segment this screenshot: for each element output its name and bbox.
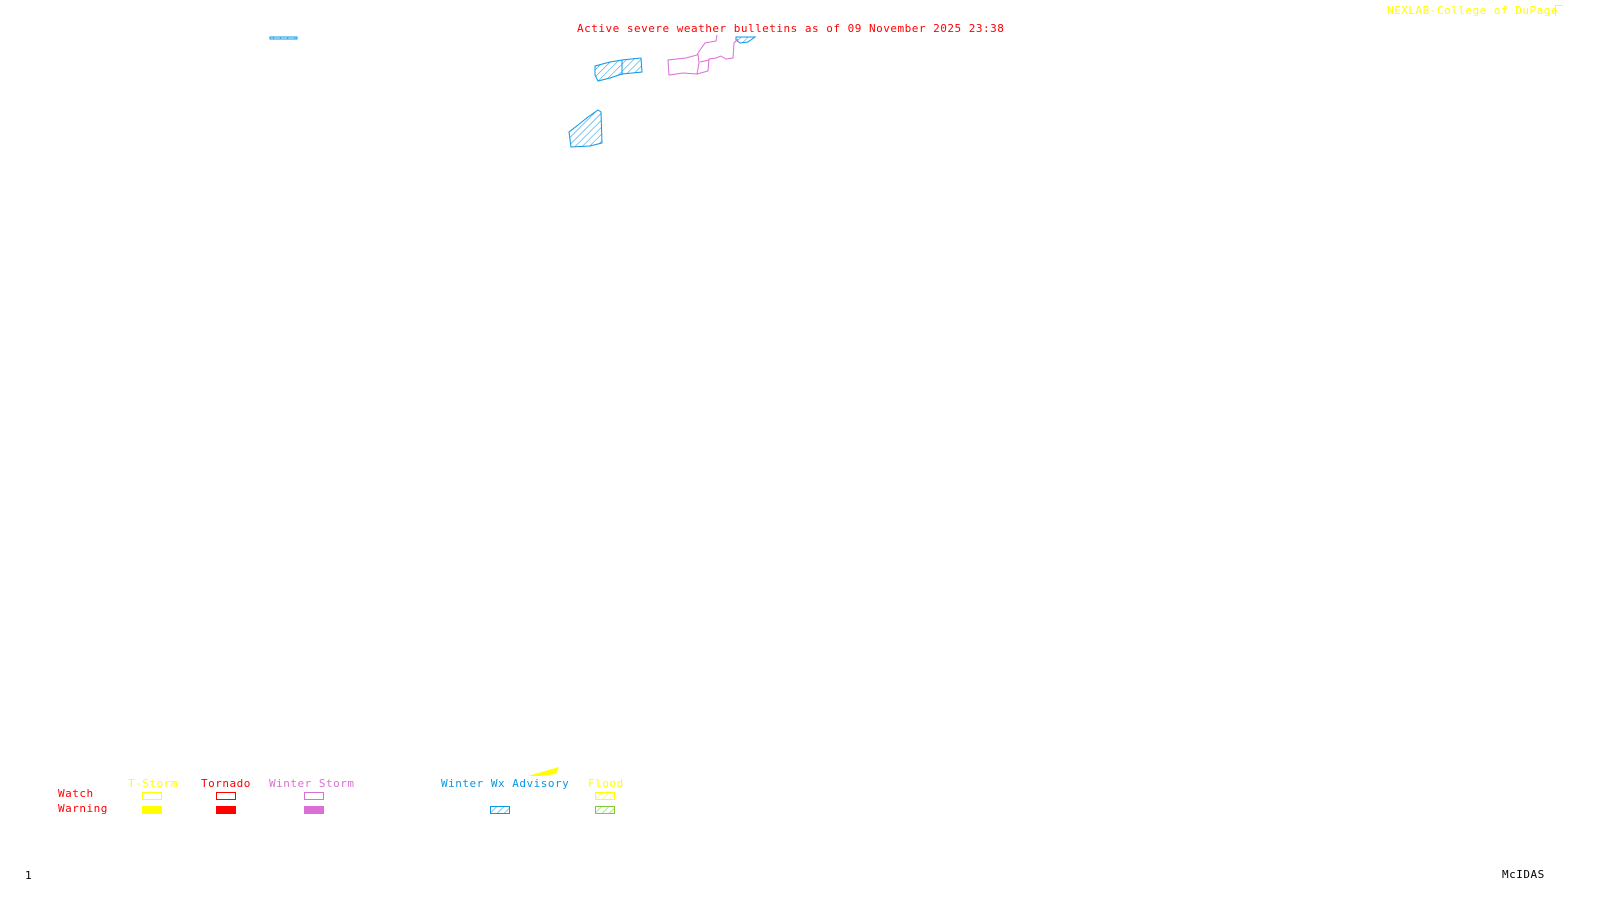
winter-storm-watch-area-inner bbox=[696, 53, 700, 75]
credit-text: NEXLAB-College of DuPage bbox=[1387, 4, 1558, 17]
winter-storm-watch-area bbox=[667, 34, 739, 76]
legend-label-winter-storm: Winter Storm bbox=[269, 777, 355, 790]
legend-label-tstorm: T-Storm bbox=[128, 777, 178, 790]
winter-storm-watch-area-inner-2 bbox=[699, 59, 710, 63]
legend-flood-warning-swatch bbox=[595, 806, 615, 814]
legend-label-tornado: Tornado bbox=[201, 777, 251, 790]
legend-row-watch: Watch bbox=[58, 787, 94, 800]
legend-tstorm-warning-swatch bbox=[142, 806, 162, 814]
software-label: McIDAS bbox=[1502, 868, 1545, 881]
legend-label-winter-wx-advisory: Winter Wx Advisory bbox=[441, 777, 570, 790]
advisory-area-central-north bbox=[594, 57, 643, 82]
legend-tornado-warning-swatch bbox=[216, 806, 236, 814]
advisory-area-west bbox=[269, 36, 298, 40]
legend-flood-watch-swatch bbox=[595, 792, 615, 800]
advisory-area-central-south bbox=[568, 109, 603, 148]
legend-tstorm-watch-swatch bbox=[142, 792, 162, 800]
legend-label-flood: Flood bbox=[588, 777, 624, 790]
tstorm-wedge bbox=[528, 767, 559, 776]
advisory-area-northeast bbox=[735, 36, 757, 44]
nexlab-logo-icon bbox=[1555, 5, 1563, 16]
legend-winter-wx-advisory-swatch bbox=[490, 806, 510, 814]
legend-row-warning: Warning bbox=[58, 802, 108, 815]
page-title: Active severe weather bulletins as of 09… bbox=[577, 22, 1005, 35]
legend-winter-storm-watch-swatch bbox=[304, 792, 324, 800]
frame-number: 1 bbox=[25, 869, 33, 882]
legend-tornado-watch-swatch bbox=[216, 792, 236, 800]
legend-winter-storm-warning-swatch bbox=[304, 806, 324, 814]
